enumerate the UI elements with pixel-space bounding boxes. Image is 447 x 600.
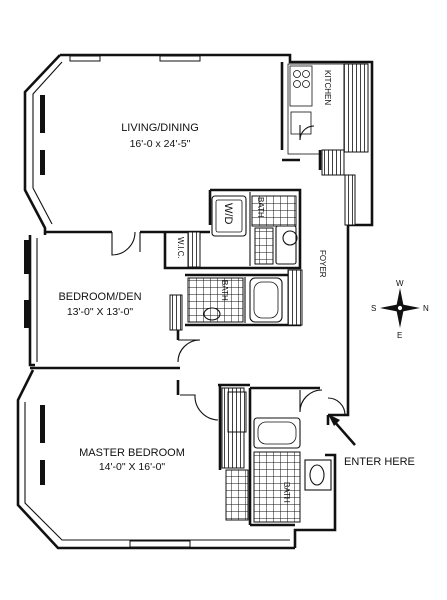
master-bath-label: BATH [282, 482, 291, 503]
outer-walls [16, 53, 374, 550]
middle-bath-label: BATH [220, 280, 229, 301]
enter-arrow [328, 414, 356, 446]
closet-hatch [169, 174, 356, 469]
upper-bath-label: BATH [256, 197, 265, 218]
enter-here-label: ENTER HERE [344, 456, 415, 468]
bedroom-den-label: BEDROOM/DEN [58, 291, 141, 303]
compass-s: S [371, 304, 376, 313]
doors [111, 231, 346, 421]
master-bedroom-label: MASTER BEDROOM [79, 447, 185, 459]
bedroom-den-size: 13'-0" X 13'-0" [67, 306, 134, 318]
wd-label: W/D [222, 203, 234, 224]
windows [24, 55, 201, 548]
upper-bath [211, 195, 298, 265]
master-bedroom-size: 14'-0" X 16'-0" [99, 461, 166, 473]
compass-w: W [396, 279, 404, 288]
kitchen-label: KITCHEN [323, 70, 332, 105]
foyer-label: FOYER [318, 250, 327, 278]
compass-rose [380, 288, 420, 328]
master-bath [225, 417, 332, 523]
middle-bath [187, 277, 283, 323]
interior-walls [30, 62, 322, 527]
living-dining-size: 16'-0 x 24'-5" [130, 138, 191, 150]
compass-e: E [397, 331, 402, 340]
kitchen [287, 63, 369, 176]
compass-n: N [423, 304, 429, 313]
living-dining-label: LIVING/DINING [121, 122, 199, 134]
wic-label: W.I.C. [176, 237, 185, 259]
